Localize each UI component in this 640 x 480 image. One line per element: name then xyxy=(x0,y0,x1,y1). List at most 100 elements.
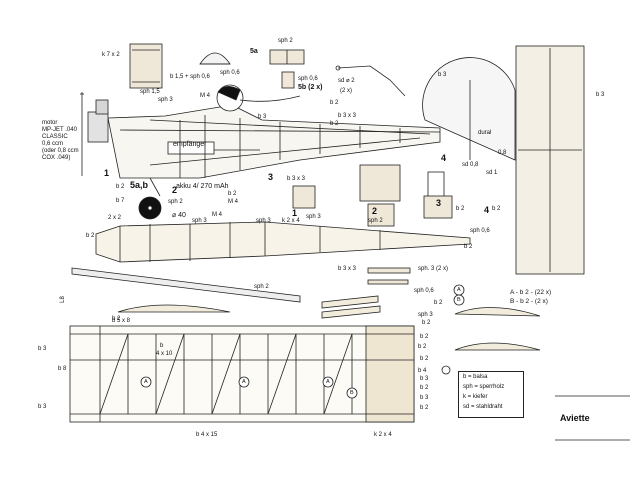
label: M 4 xyxy=(228,199,239,205)
label: sph 2 xyxy=(368,218,383,224)
rudder xyxy=(422,57,516,161)
label: sph. 3 (2 x) xyxy=(418,266,449,272)
label: b 3 x 3 xyxy=(287,176,306,182)
rib-legend: A - b 2 - (22 x) B - b 2 - (2 x) xyxy=(510,289,552,305)
label: b 2 xyxy=(330,121,339,127)
label: sph 3 xyxy=(306,214,321,220)
part-label: 5a,b xyxy=(130,180,149,190)
part-label: 4 xyxy=(441,153,447,163)
label: k 2 x 4 xyxy=(282,218,300,224)
label: b 2 xyxy=(420,356,429,362)
label: b 2 xyxy=(464,244,473,250)
label: b 2 xyxy=(434,300,443,306)
label: 4 x 10 xyxy=(156,351,173,357)
stabilizer xyxy=(515,45,585,275)
label: 2 x 2 xyxy=(108,215,122,221)
part-label: 2 xyxy=(172,185,178,195)
label: b 2 xyxy=(330,100,339,106)
label: k 7 x 2 xyxy=(102,52,120,58)
label: sph 3 xyxy=(418,312,433,318)
label: b xyxy=(160,343,164,349)
landing-gear-wire xyxy=(335,65,406,97)
label: sph 3 xyxy=(158,97,173,103)
label: sph 0,6 xyxy=(298,76,318,82)
pilot-figure xyxy=(216,84,301,112)
label: b 2 xyxy=(112,316,121,322)
label: b 1,5 + sph 0,6 xyxy=(170,74,210,80)
battery-label: akku 4/ 270 mAh xyxy=(176,183,229,190)
label: dural xyxy=(478,130,492,136)
label: b 2 xyxy=(420,334,429,340)
title-block xyxy=(555,395,630,441)
label: b 2 xyxy=(492,206,501,212)
part-label: 1 xyxy=(104,168,110,178)
label: b 3 xyxy=(420,395,429,401)
part-5b xyxy=(281,71,295,89)
label: b 3 xyxy=(438,72,447,78)
label: M 4 xyxy=(212,212,223,218)
label: b 8 xyxy=(58,366,67,372)
rib-marker: A xyxy=(457,287,461,293)
part-label: 3 xyxy=(268,172,274,182)
rib-marker: A xyxy=(326,379,330,385)
canopy-part xyxy=(199,52,231,65)
engine xyxy=(80,92,109,176)
label: sph 0,6 xyxy=(470,228,490,234)
label: b 2 xyxy=(422,320,431,326)
label: b 5 x 8 xyxy=(112,318,131,324)
fuselage-side xyxy=(107,104,441,179)
label: b 2 xyxy=(86,233,95,239)
label: sph 2 xyxy=(168,199,183,205)
plan-title: Aviette xyxy=(560,413,590,423)
label: sd 0,8 xyxy=(462,162,479,168)
part-5a xyxy=(269,49,305,65)
label: b 2 xyxy=(420,385,429,391)
part-label: 3 xyxy=(436,198,442,208)
label: b 4 xyxy=(418,368,427,374)
rib-marker: A xyxy=(144,379,148,385)
part-label: 4 xyxy=(484,205,490,215)
wing-plan xyxy=(69,284,465,423)
label: sph 3 xyxy=(192,218,207,224)
part-label: 5b (2 x) xyxy=(298,84,323,91)
label: sph 1,5 xyxy=(140,89,160,95)
label: sph 2 xyxy=(254,284,269,290)
material-legend: b = balsa sph = sperrholz k = kiefer sd … xyxy=(458,371,524,418)
label: b 3 x 3 xyxy=(338,266,357,272)
label: sd ⌀ 2 xyxy=(338,78,355,84)
label: k 2 x 4 xyxy=(374,432,392,438)
rib-profiles xyxy=(117,267,541,351)
label: b 7 xyxy=(116,198,125,204)
label: b 3 xyxy=(38,346,47,352)
label: b 2 xyxy=(418,344,427,350)
label: sph 2 xyxy=(278,38,293,44)
rib-marker: B xyxy=(350,390,354,396)
part-label: 5a xyxy=(250,48,258,55)
label: b 3 xyxy=(596,92,605,98)
label: b 2 xyxy=(228,191,237,197)
part-label: 1 xyxy=(292,208,298,218)
receiver-label: empfänger xyxy=(173,141,207,148)
label: b 3 xyxy=(258,114,267,120)
fin-part xyxy=(129,43,163,89)
label: b 3 xyxy=(38,404,47,410)
motor-spec: motor MP-JET .040 CLASSIC 0,6 ccm (oder … xyxy=(42,120,79,161)
label: b 2 xyxy=(456,206,465,212)
part-label: 2 xyxy=(372,206,378,216)
label: b 3 xyxy=(420,376,429,382)
label: L8 xyxy=(59,296,66,303)
label: (2 x) xyxy=(340,88,352,94)
label: M 4 xyxy=(200,93,211,99)
label: sph 3 xyxy=(256,218,271,224)
fuselage-top xyxy=(95,221,471,263)
label: sd 1 xyxy=(486,170,498,176)
rib-marker: B xyxy=(457,297,461,303)
label: sph 0,6 xyxy=(414,288,434,294)
rib-marker: A xyxy=(242,379,246,385)
wheel-label: ⌀ 40 xyxy=(172,212,186,219)
wheel xyxy=(138,177,162,220)
former-parts xyxy=(292,164,453,227)
spar-strip xyxy=(71,267,301,303)
label: 0,8 xyxy=(498,150,507,156)
